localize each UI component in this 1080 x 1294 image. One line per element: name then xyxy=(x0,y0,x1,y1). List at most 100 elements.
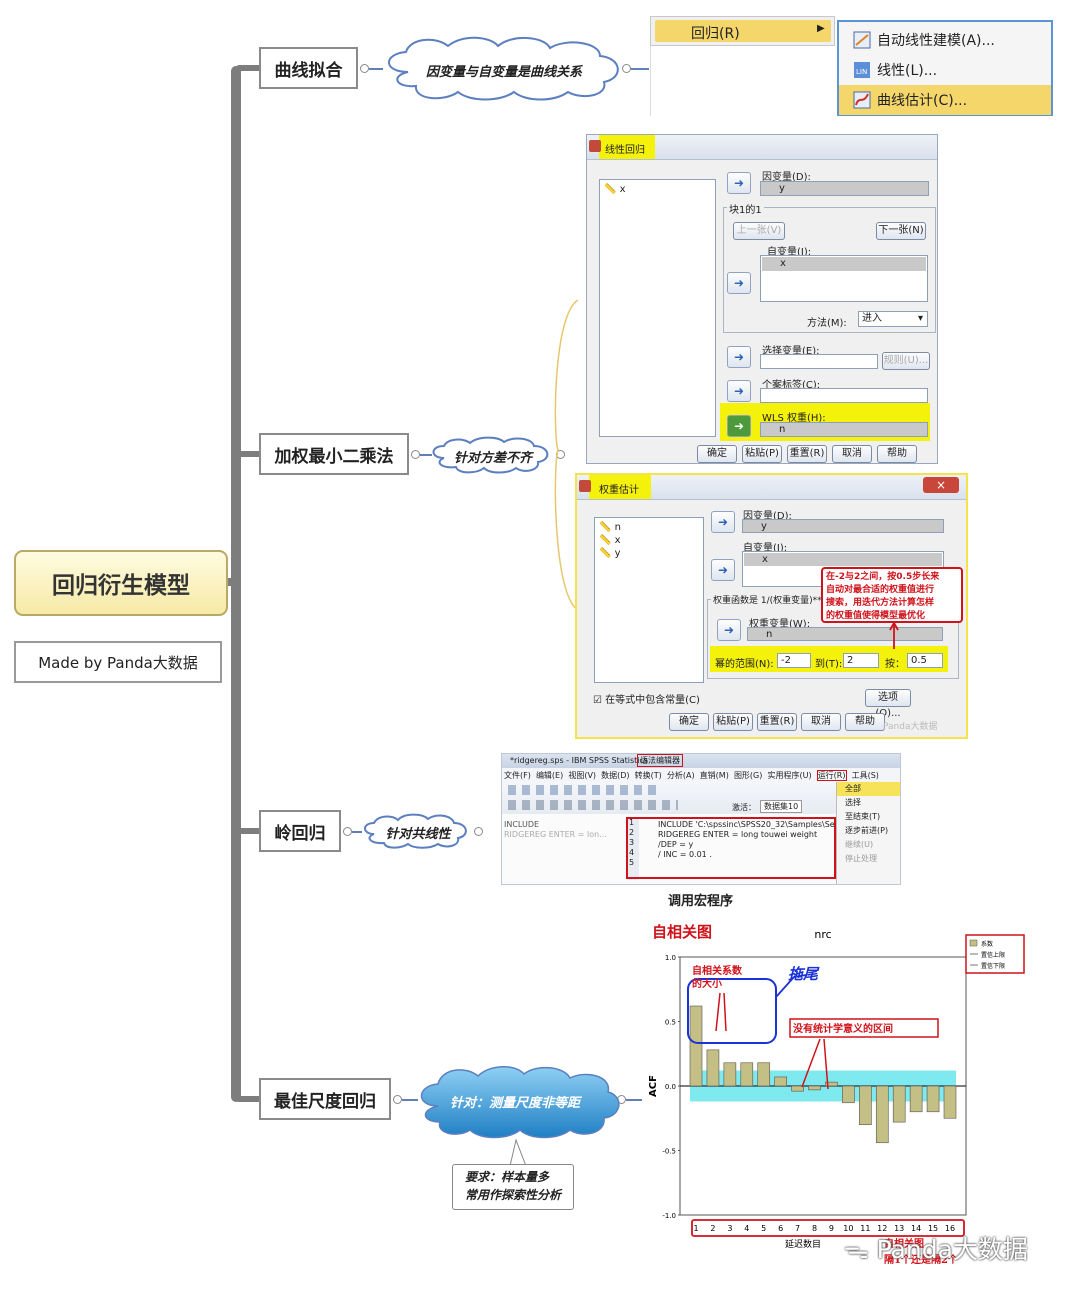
x-tick-label: 10 xyxy=(843,1224,853,1233)
curve-estimate-icon xyxy=(853,91,871,109)
method-select[interactable]: 进入▾ xyxy=(858,311,928,327)
acf-bar xyxy=(892,1085,906,1123)
menu-item-auto-linear[interactable]: 自动线性建模(A)... xyxy=(839,25,1051,55)
run-stop-item[interactable]: 停止处理 xyxy=(845,854,877,863)
nav-item[interactable]: RIDGEREG ENTER = lon... xyxy=(504,830,607,839)
include-constant-checkbox[interactable]: ☑ 在等式中包含常量(C) xyxy=(593,695,700,706)
linear-icon: LIN xyxy=(854,62,870,78)
regression-menu-item[interactable]: 回归(R) ▶ xyxy=(650,16,835,46)
collapse-dot[interactable] xyxy=(411,450,420,459)
case-label-field[interactable] xyxy=(760,388,928,403)
wls-weight-field[interactable]: n xyxy=(760,422,928,437)
dependent-field[interactable]: y xyxy=(742,519,944,533)
reset-button[interactable]: 重置(R) xyxy=(757,713,797,731)
independent-list[interactable]: x xyxy=(760,255,928,302)
prev-block-button[interactable]: 上一张(V) xyxy=(733,222,785,240)
branch-node-curve-fit[interactable]: 曲线拟合 xyxy=(259,47,358,89)
run-all-item[interactable]: 全部 xyxy=(837,782,900,796)
annotation-arrow xyxy=(889,621,899,649)
next-block-button[interactable]: 下一张(N) xyxy=(876,222,926,240)
menu-tools[interactable]: 工具(S) xyxy=(851,771,879,780)
variable-item[interactable]: 📏 x xyxy=(599,535,621,546)
cancel-button[interactable]: 取消 xyxy=(801,713,841,731)
collapse-dot[interactable] xyxy=(622,64,631,73)
variable-item[interactable]: 📏 y xyxy=(599,548,621,559)
run-continue-item[interactable]: 继续(U) xyxy=(845,840,874,849)
help-button[interactable]: 帮助 xyxy=(845,713,885,731)
menu-utilities[interactable]: 实用程序(U) xyxy=(767,771,812,780)
move-arrow-button[interactable]: ➜ xyxy=(727,415,751,437)
branch-node-wls[interactable]: 加权最小二乘法 xyxy=(259,433,409,475)
variable-source-list[interactable]: 📏 x xyxy=(599,179,716,437)
wechat-icon: ᯓ xyxy=(844,1235,869,1264)
move-arrow-button[interactable]: ➜ xyxy=(717,619,741,641)
lag-highlight-box xyxy=(691,1219,965,1237)
legend-label: 系数 xyxy=(981,940,993,948)
move-arrow-button[interactable]: ➜ xyxy=(727,272,751,294)
run-to-end-item[interactable]: 至结束(T) xyxy=(845,812,881,821)
menu-graphs[interactable]: 图形(G) xyxy=(733,771,763,780)
variable-item[interactable]: 📏 n xyxy=(599,522,621,533)
menu-transform[interactable]: 转换(T) xyxy=(634,771,662,780)
range-to-input[interactable]: 2 xyxy=(843,653,879,668)
dataset-select[interactable]: 数据集10 xyxy=(760,800,803,813)
menu-view[interactable]: 视图(V) xyxy=(568,771,597,780)
menu-direct[interactable]: 直销(M) xyxy=(699,771,729,780)
cloud-shape-filled xyxy=(420,1066,620,1139)
annotation-line: 搜索，用迭代方法计算怎样 xyxy=(826,598,935,608)
cancel-button[interactable]: 取消 xyxy=(832,445,872,463)
run-selection-item[interactable]: 选择 xyxy=(845,798,861,807)
menu-edit[interactable]: 编辑(E) xyxy=(535,771,564,780)
ok-button[interactable]: 确定 xyxy=(669,713,709,731)
rule-button[interactable]: 规则(U)... xyxy=(882,352,930,370)
dependent-field[interactable]: y xyxy=(760,181,929,196)
signature-box: Made by Panda大数据 xyxy=(14,641,222,683)
collapse-dot[interactable] xyxy=(474,827,483,836)
x-tick-label: 13 xyxy=(894,1224,904,1233)
acf-bar xyxy=(825,1081,838,1087)
branch-node-ridge[interactable]: 岭回归 xyxy=(259,810,341,852)
close-button[interactable]: × xyxy=(923,477,959,493)
independent-item[interactable]: x xyxy=(762,257,926,271)
acf-bar xyxy=(943,1085,957,1119)
variable-item[interactable]: 📏 x xyxy=(604,184,626,195)
menu-data[interactable]: 数据(D) xyxy=(601,771,630,780)
independent-item[interactable]: x xyxy=(744,553,942,566)
variable-source-list[interactable]: 📏 n 📏 x 📏 y xyxy=(594,517,704,683)
move-arrow-button[interactable]: ➜ xyxy=(711,559,735,581)
y-tick-label: -1.0 xyxy=(662,1212,676,1220)
move-arrow-button[interactable]: ➜ xyxy=(727,380,751,402)
collapse-dot[interactable] xyxy=(360,64,369,73)
code-area[interactable]: INCLUDE 'C:\spssinc\SPSS20_32\Samples\Se… xyxy=(658,820,835,860)
move-arrow-button[interactable]: ➜ xyxy=(727,346,751,368)
branch-node-optimal-scaling[interactable]: 最佳尺度回归 xyxy=(259,1078,391,1120)
reset-button[interactable]: 重置(R) xyxy=(787,445,827,463)
tree-trunk-stub xyxy=(222,578,236,586)
menu-run[interactable]: 运行(R) xyxy=(816,770,847,781)
move-arrow-button[interactable]: ➜ xyxy=(711,511,735,533)
options-button[interactable]: 选项(O)... xyxy=(865,689,911,719)
run-step-item[interactable]: 逐步前进(P) xyxy=(845,826,889,835)
step-input[interactable]: 0.5 xyxy=(907,653,943,668)
menu-item-linear[interactable]: LIN 线性(L)... xyxy=(839,55,1051,85)
menu-item-curve-estimate[interactable]: 曲线估计(C)... xyxy=(839,85,1051,115)
select-var-field[interactable] xyxy=(760,354,878,369)
branch-line-3 xyxy=(236,828,262,834)
x-tick-label: 9 xyxy=(829,1224,834,1233)
paste-button[interactable]: 粘贴(P) xyxy=(742,445,782,463)
nav-item[interactable]: INCLUDE xyxy=(504,820,540,829)
code-line: INCLUDE 'C:\spssinc\SPSS20_32\Samples\Se xyxy=(658,820,835,829)
menu-file[interactable]: 文件(F) xyxy=(504,771,531,780)
paste-button[interactable]: 粘贴(P) xyxy=(713,713,753,731)
watermark-text: Panda大数据 xyxy=(883,722,938,732)
x-tick-label: 12 xyxy=(877,1224,887,1233)
collapse-dot[interactable] xyxy=(393,1095,402,1104)
root-node[interactable]: 回归衍生模型 xyxy=(14,550,228,616)
collapse-dot[interactable] xyxy=(343,827,352,836)
menu-analyze[interactable]: 分析(A) xyxy=(666,771,695,780)
ok-button[interactable]: 确定 xyxy=(697,445,737,463)
weight-var-field[interactable]: n xyxy=(747,627,943,641)
move-arrow-button[interactable]: ➜ xyxy=(727,172,751,194)
help-button[interactable]: 帮助 xyxy=(877,445,917,463)
range-from-input[interactable]: -2 xyxy=(777,653,811,668)
